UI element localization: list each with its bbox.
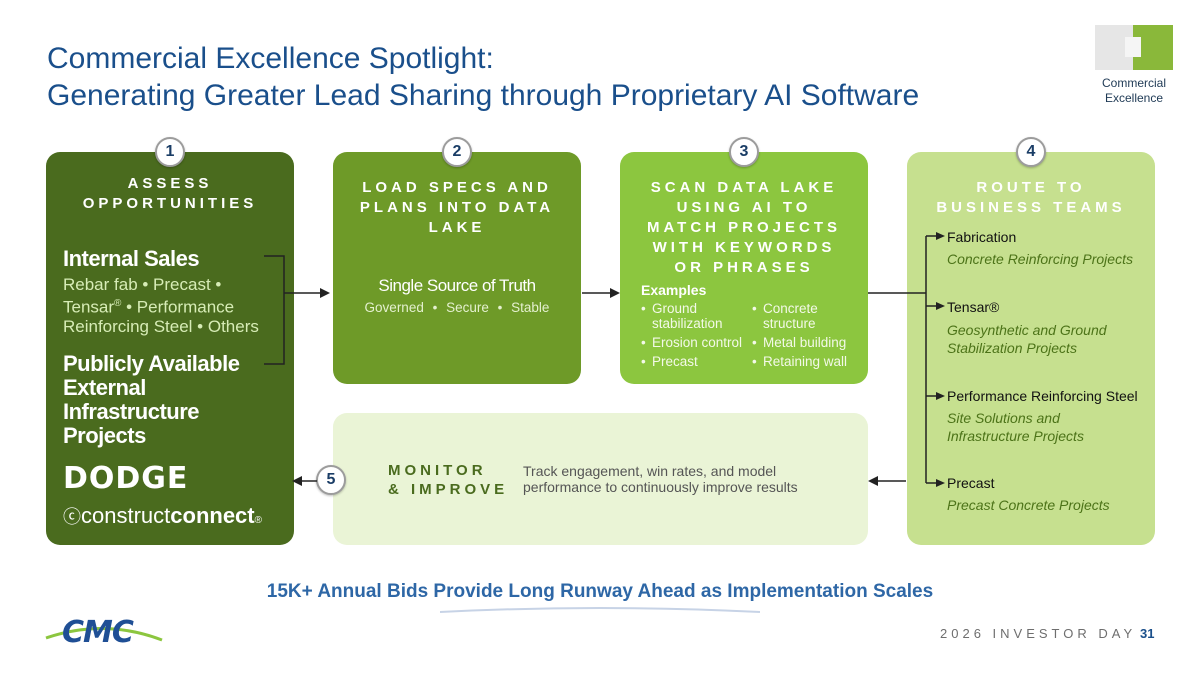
- assess-bracket-arrow: [264, 255, 330, 365]
- list-item: Precast: [641, 354, 746, 369]
- statement-underline: [440, 607, 760, 613]
- tag-governed: Governed: [364, 300, 424, 315]
- title-line-1: Commercial Excellence Spotlight:: [47, 42, 494, 75]
- list-item: Metal building: [752, 335, 864, 350]
- assess-title: ASSESS OPPORTUNITIES: [82, 175, 258, 212]
- internal-sales-heading: Internal Sales: [63, 246, 200, 271]
- internal-sales-detail: Rebar fab • Precast • Tensar® • Performa…: [63, 275, 259, 336]
- route-title: ROUTE TO BUSINESS TEAMS: [936, 179, 1126, 216]
- monitor-title: MONITOR & IMPROVE: [388, 462, 509, 498]
- step-number-3: 3: [729, 137, 759, 167]
- list-item: Erosion control: [641, 335, 746, 350]
- route-panel: [907, 152, 1155, 545]
- cmc-logo: CMC: [44, 612, 164, 654]
- arrow-monitor-to-assess: [292, 476, 317, 486]
- scan-title: SCAN DATA LAKE USING AI TO MATCH PROJECT…: [646, 179, 842, 276]
- arrow-load-to-scan: [582, 288, 620, 298]
- team-performance-steel: Performance Reinforcing Steel: [947, 388, 1138, 404]
- tag-stable: Stable: [511, 300, 550, 315]
- routing-arrows: [868, 232, 945, 487]
- team-performance-steel-desc: Site Solutions and Infrastructure Projec…: [947, 410, 1084, 444]
- list-item: Ground stabilization: [641, 301, 746, 331]
- dodge-logo: DODGE: [63, 461, 189, 496]
- team-fabrication: Fabrication: [947, 229, 1017, 245]
- monitor-panel: [333, 413, 868, 545]
- team-tensar: Tensar®: [947, 299, 1000, 315]
- page-number: 31: [1140, 626, 1155, 641]
- public-projects-heading: Publicly Available External Infrastructu…: [63, 351, 240, 448]
- team-fabrication-desc: Concrete Reinforcing Projects: [947, 251, 1133, 267]
- team-precast-desc: Precast Concrete Projects: [947, 497, 1110, 513]
- step-number-1: 1: [155, 137, 185, 167]
- load-tags: Governed • Secure • Stable: [364, 300, 550, 315]
- step-number-4: 4: [1016, 137, 1046, 167]
- constructconnect-logo: ⓒconstructconnect®: [63, 503, 262, 528]
- examples-list-2: Concrete structure Metal building Retain…: [752, 301, 864, 373]
- step-number-2: 2: [442, 137, 472, 167]
- commercial-excellence-label: Commercial Excellence: [1101, 76, 1166, 105]
- arrow-route-to-monitor: [868, 476, 906, 486]
- load-panel: [333, 152, 581, 384]
- bottom-statement: 15K+ Annual Bids Provide Long Runway Ahe…: [266, 581, 934, 602]
- step-number-5: 5: [316, 465, 346, 495]
- examples-label: Examples: [641, 282, 707, 298]
- single-source-heading: Single Source of Truth: [378, 276, 536, 295]
- cmc-swoosh-icon: [45, 626, 163, 642]
- list-item: Concrete structure: [752, 301, 864, 331]
- load-title: LOAD SPECS AND PLANS INTO DATA LAKE: [359, 179, 555, 236]
- team-tensar-desc: Geosynthetic and Ground Stabilization Pr…: [947, 322, 1107, 356]
- list-item: Retaining wall: [752, 354, 864, 369]
- page-title: Commercial Excellence Spotlight: Generat…: [47, 40, 919, 114]
- title-line-2: Generating Greater Lead Sharing through …: [47, 79, 920, 112]
- team-precast: Precast: [947, 475, 995, 491]
- tag-secure: Secure: [446, 300, 489, 315]
- constructconnect-icon: ⓒ: [63, 507, 81, 527]
- assess-panel: [46, 152, 294, 545]
- examples-list-1: Ground stabilization Erosion control Pre…: [641, 301, 746, 373]
- commercial-excellence-icon: [1095, 25, 1173, 70]
- footer-event: 2026 INVESTOR DAY: [940, 626, 1137, 641]
- monitor-description: Track engagement, win rates, and model p…: [523, 463, 798, 495]
